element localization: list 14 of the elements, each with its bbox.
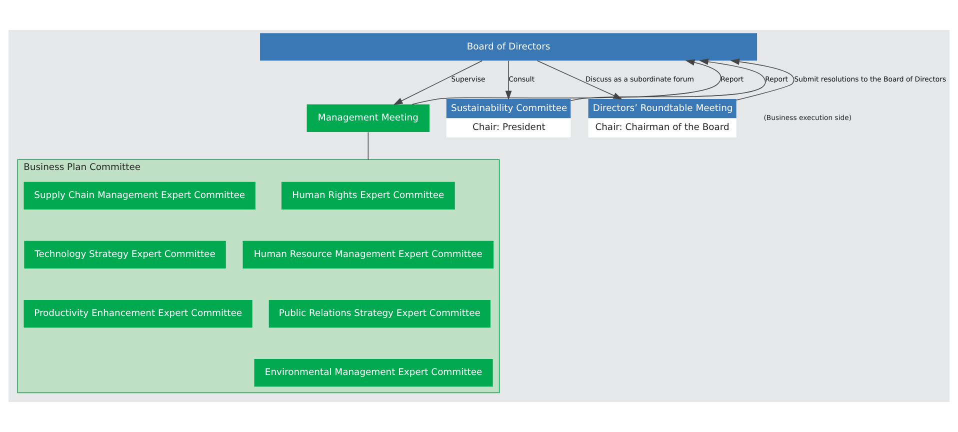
node-box: Board of Directors [260,33,758,61]
node-box: Management Meeting [306,104,430,132]
node-box: Human Resource Management Expert Committee [242,240,494,269]
arrow [730,58,794,101]
node-box: Human Rights Expert Committee [282,182,455,210]
node-box: Supply Chain Management Expert Committee [24,182,256,210]
node-box: Productivity Enhancement Expert Committee [24,300,252,328]
node-box: Technology Strategy Expert Committee [24,240,226,269]
arrow [505,60,512,100]
arrow [393,60,483,105]
node-box: Environmental Management Expert Committee [254,359,493,387]
arrow [412,59,722,105]
connector [368,132,369,160]
node-box: Public Relations Strategy Expert Committee [268,300,490,328]
